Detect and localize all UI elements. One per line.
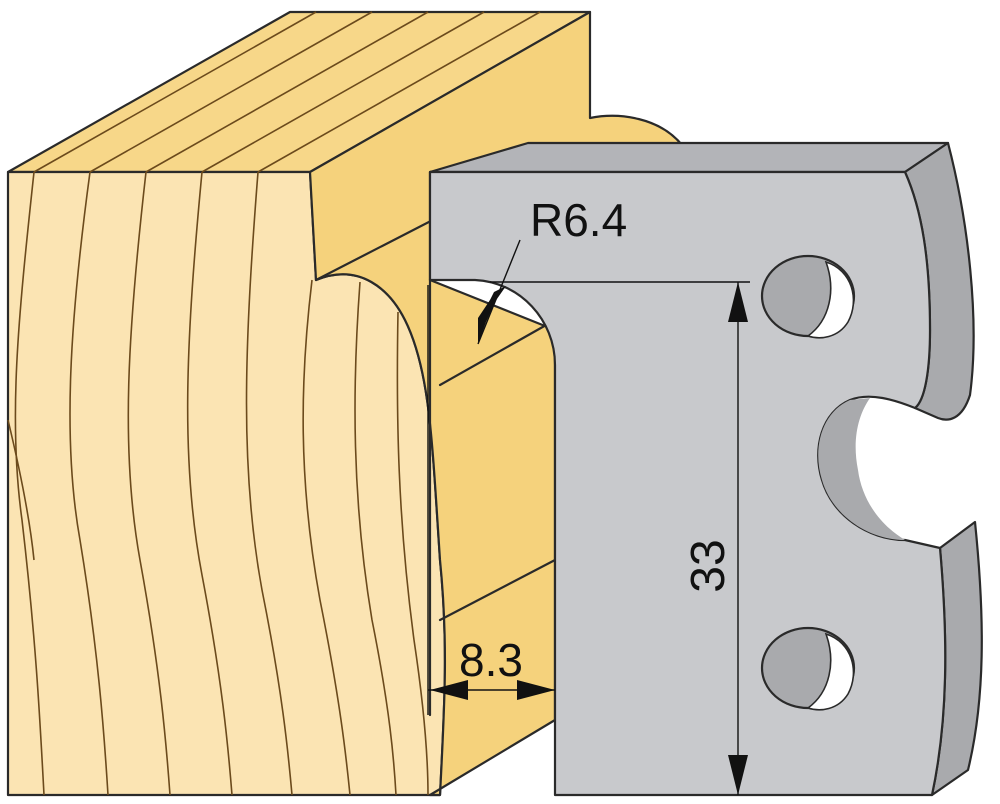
depth-arrow-left	[430, 680, 468, 700]
wood-front-grain	[7, 171, 429, 796]
height-arrow-top	[728, 282, 748, 322]
radius-label: R6.4	[530, 194, 627, 246]
wood-workpiece	[6, 10, 684, 797]
dimension-height: 33	[490, 281, 750, 795]
depth-arrow-right	[517, 680, 555, 700]
wood-top-grain	[33, 11, 541, 173]
dimension-depth: 8.3	[427, 285, 555, 715]
wood-profile-edge-mid	[438, 318, 557, 387]
radius-arrowhead	[478, 291, 500, 344]
height-arrow-bottom	[728, 755, 748, 795]
radius-arrowhead-inner	[480, 286, 506, 320]
depth-label: 8.3	[459, 634, 523, 686]
knife-hole-lower	[760, 626, 856, 711]
dimension-radius: R6.4	[477, 194, 627, 345]
wood-profile-edge-lower	[438, 558, 557, 622]
knife-hole-upper	[760, 254, 856, 339]
wood-profile-face	[308, 10, 684, 797]
knife-notch-shading	[818, 398, 905, 540]
height-label: 33	[682, 539, 735, 592]
steel-knife	[428, 141, 983, 797]
